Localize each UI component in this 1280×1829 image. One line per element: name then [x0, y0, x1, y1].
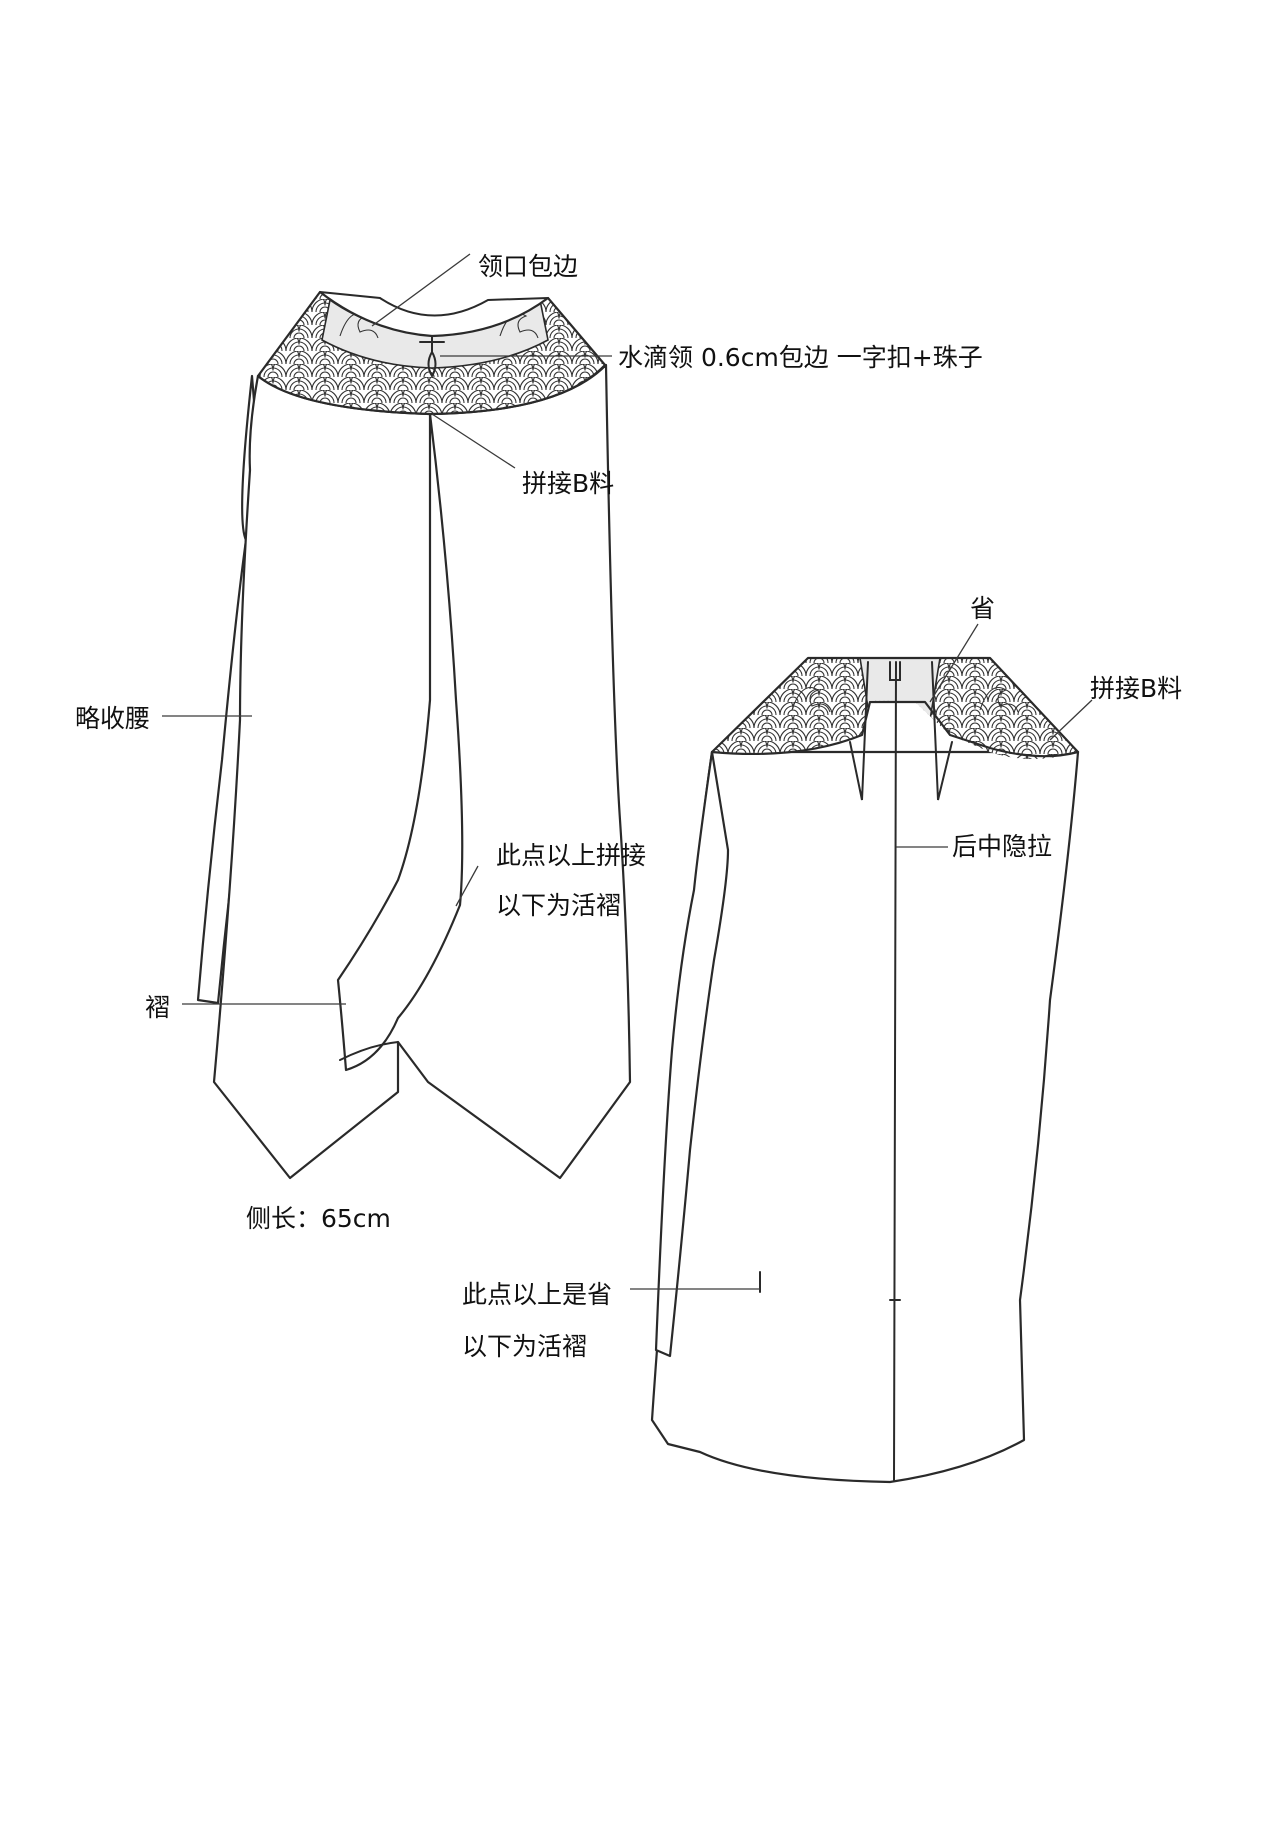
annotation-back-zip: 后中隐拉 [952, 832, 1053, 861]
front-view [196, 290, 632, 1180]
back-dart-left [849, 661, 869, 801]
zip-pull-icon [889, 661, 901, 681]
back-dart-right [931, 661, 953, 801]
annotation-front-panel-b: 拼接B料 [522, 469, 615, 498]
leader-seam-pleat [455, 865, 479, 907]
annotation-seam-pleat-line2: 以下为活褶 [496, 891, 622, 920]
leader-dart [929, 623, 979, 703]
annotation-neckline-binding: 领口包边 [478, 252, 579, 281]
front-drape-panel [336, 412, 464, 1072]
front-neckline [319, 291, 549, 317]
annotation-dart-pleat-line1: 此点以上是省 [462, 1280, 613, 1309]
keyhole-opening [427, 351, 437, 378]
front-yoke-outline [256, 290, 607, 416]
annotation-side-length: 侧长：65cm [246, 1204, 391, 1233]
back-yoke-outline [710, 656, 1080, 758]
back-view [650, 656, 1080, 1484]
annotation-seam-pleat-line1: 此点以上拼接 [496, 841, 647, 870]
back-sleeve [654, 750, 730, 1358]
annotation-dart-pleat-line2: 以下为活褶 [462, 1332, 588, 1361]
annotation-dart: 省 [970, 594, 996, 623]
annotation-back-panel-b: 拼接B料 [1090, 674, 1183, 703]
leader-front-panel-b [431, 413, 516, 469]
annotation-keyhole-collar: 水滴领 0.6cm包边 一字扣+珠子 [618, 343, 983, 372]
annotation-waist: 略收腰 [75, 704, 151, 733]
leader-neckline [371, 253, 471, 327]
front-drape-fold [339, 1041, 399, 1061]
leader-back-panel-b [1049, 699, 1093, 741]
annotation-pleat: 褶 [145, 993, 171, 1022]
back-zip-line [893, 661, 897, 1481]
toggle-button-icon [419, 335, 445, 353]
